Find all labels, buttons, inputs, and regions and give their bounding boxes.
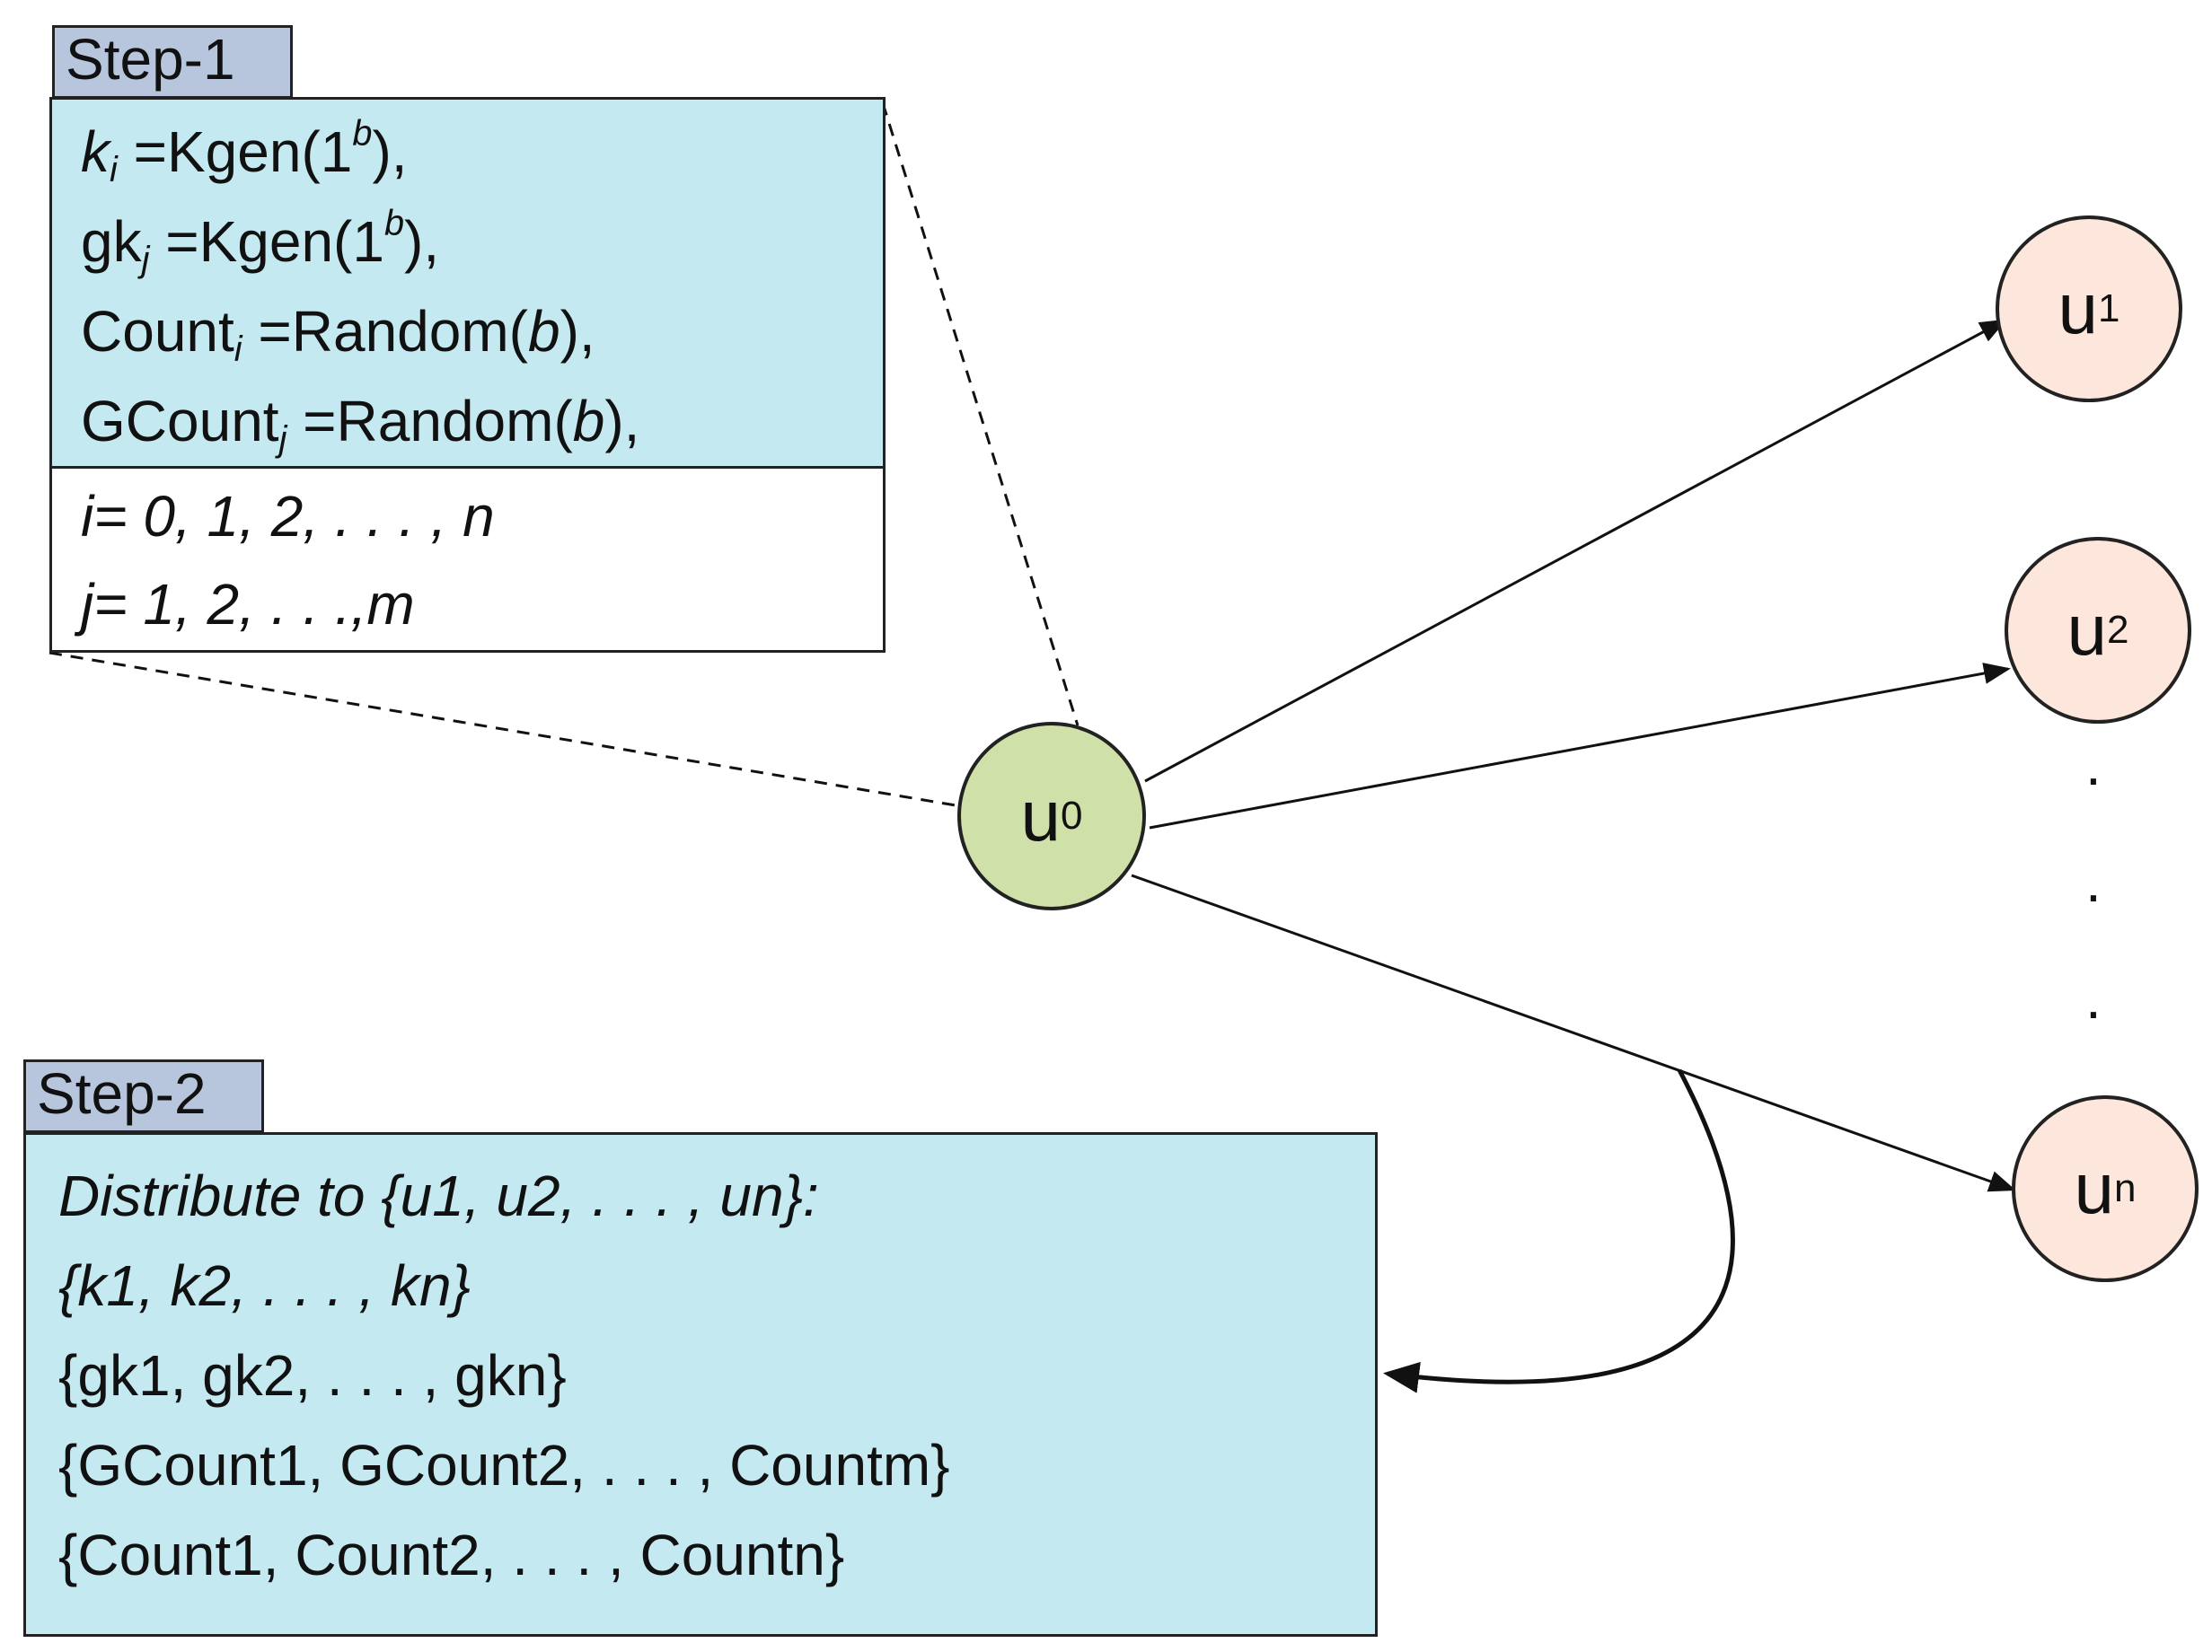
edge-curve-to-step2 bbox=[1383, 1068, 1735, 1393]
step2-label: Step-2 bbox=[23, 1059, 264, 1133]
step1-formula-box: ki =Kgen(1b), gkj =Kgen(1b), Counti =Ran… bbox=[49, 97, 886, 469]
formula-gcount: GCountj =Random(b), bbox=[81, 389, 640, 460]
distribute-line: Distribute to {u1, u2, . . . , un}: bbox=[58, 1164, 819, 1228]
distribute-gcount: {GCount1, GCount2, . . . , Countm} bbox=[58, 1433, 950, 1498]
step2-distribution-box: Distribute to {u1, u2, . . . , un}: {k1,… bbox=[23, 1132, 1378, 1637]
callout-dashed-top bbox=[881, 102, 1080, 726]
ellipsis-dot-1: . bbox=[2085, 733, 2102, 797]
edge-u0-u2 bbox=[1149, 663, 2011, 830]
ellipsis-dot-3: . bbox=[2085, 966, 2102, 1031]
step1-range-box: i= 0, 1, 2, . . . , n j= 1, 2, . . .,m bbox=[49, 466, 886, 653]
formula-count: Counti =Random(b), bbox=[81, 299, 595, 370]
formula-gk: gkj =Kgen(1b), bbox=[81, 203, 440, 280]
distribute-k: {k1, k2, . . . , kn} bbox=[58, 1253, 471, 1318]
ellipsis-dot-2: . bbox=[2085, 849, 2102, 914]
range-j: j= 1, 2, . . .,m bbox=[81, 572, 415, 637]
step1-label: Step-1 bbox=[52, 25, 293, 99]
callout-dashed-bottom bbox=[48, 651, 962, 808]
edge-u0-u1 bbox=[1144, 319, 2007, 783]
formula-k: ki =Kgen(1b), bbox=[81, 113, 408, 190]
distribute-gk: {gk1, gk2, . . . , gkn} bbox=[58, 1343, 567, 1408]
range-i: i= 0, 1, 2, . . . , n bbox=[81, 484, 495, 549]
edge-u0-un bbox=[1131, 874, 2016, 1192]
distribute-count: {Count1, Count2, . . . , Countn} bbox=[58, 1523, 845, 1587]
